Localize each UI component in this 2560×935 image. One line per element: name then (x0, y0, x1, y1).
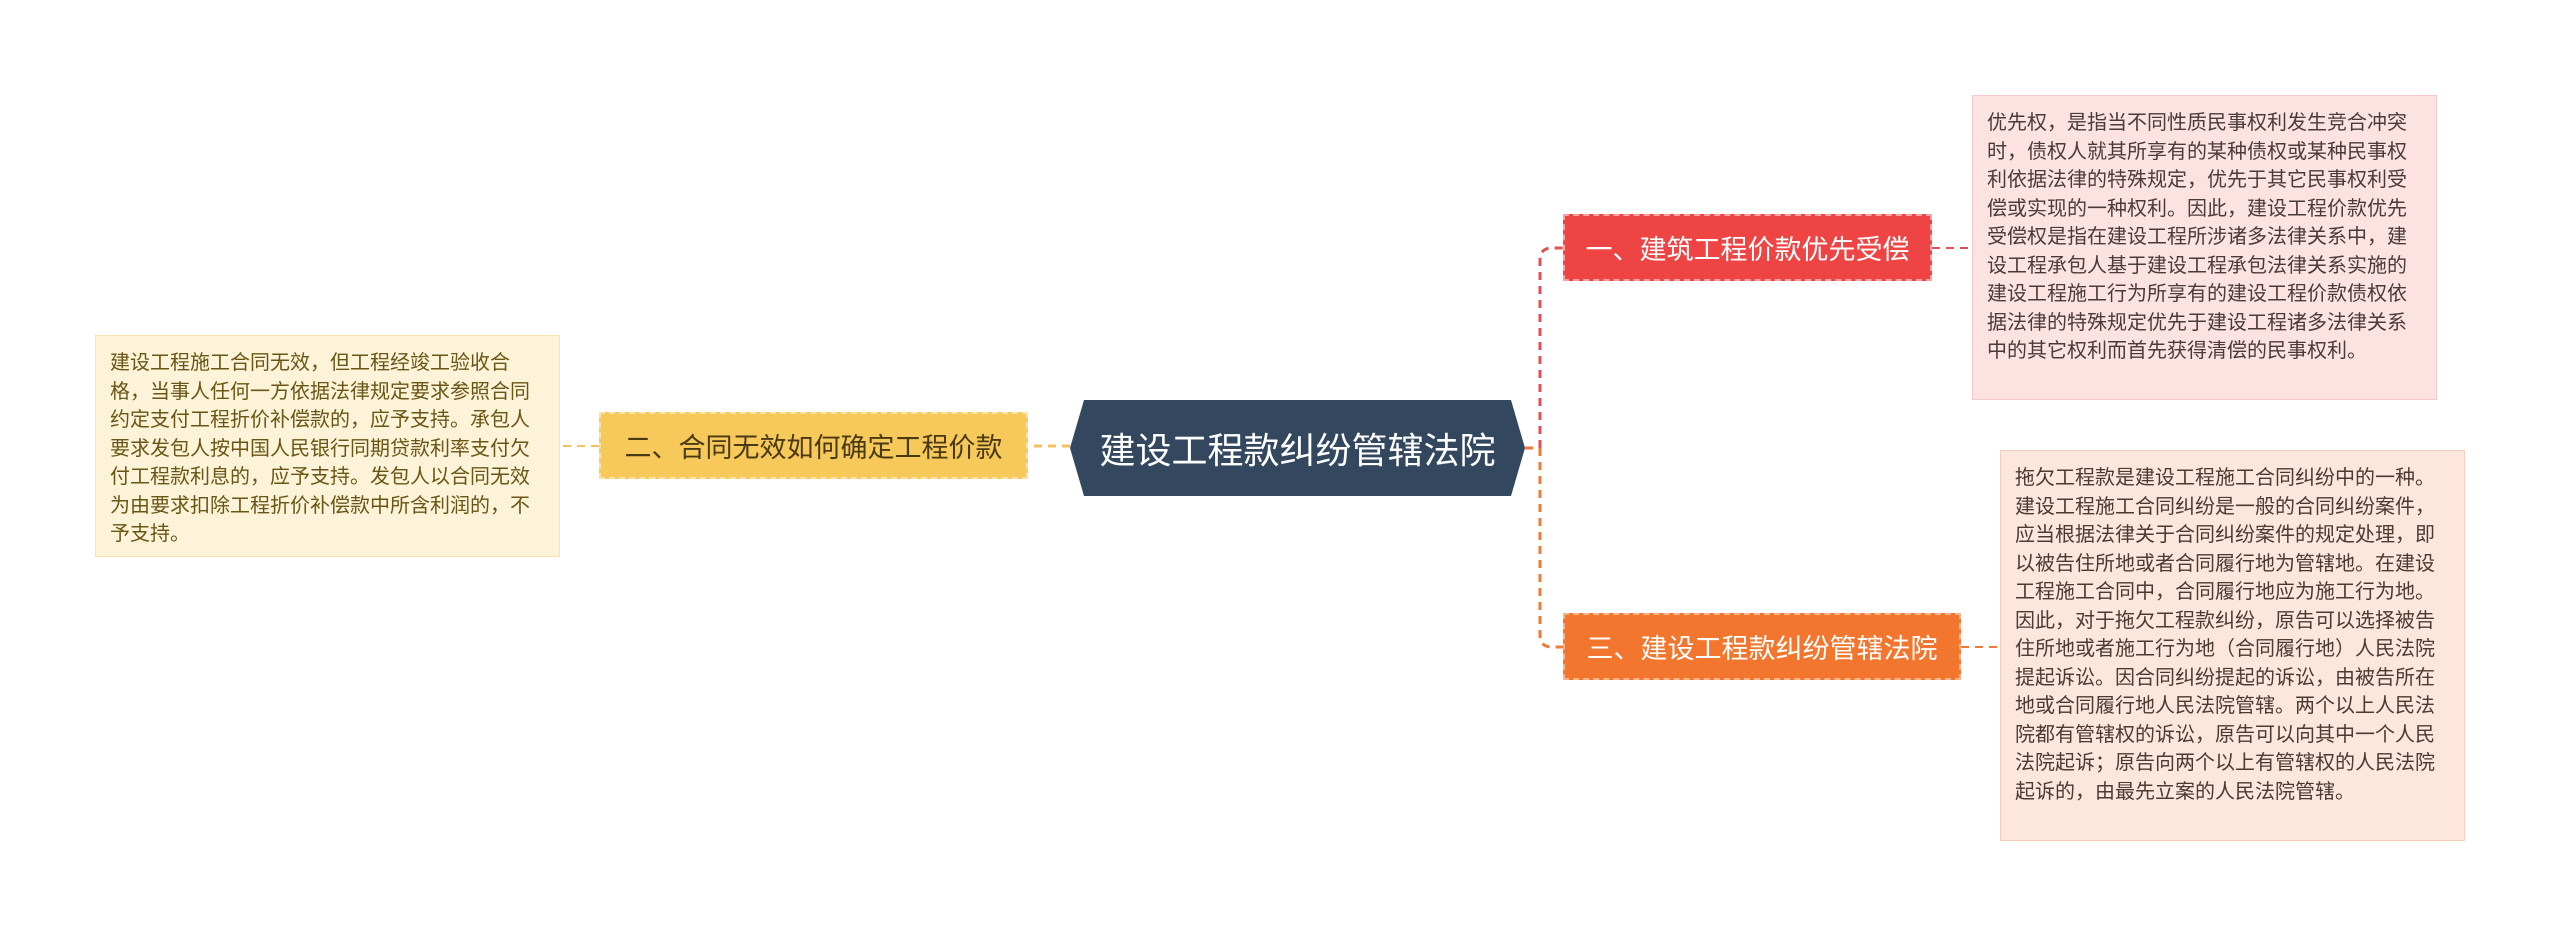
branch-node-invalid-contract-price[interactable]: 二、合同无效如何确定工程价款 (599, 412, 1028, 479)
branch-node-jurisdiction-court[interactable]: 三、建设工程款纠纷管辖法院 (1563, 613, 1961, 680)
connector-root-branch1 (1538, 246, 1563, 448)
connector-root-branch3 (1538, 448, 1563, 649)
root-node[interactable]: 建设工程款纠纷管辖法院 (1070, 400, 1525, 496)
note-priority-compensation: 优先权，是指当不同性质民事权利发生竞合冲突时，债权人就其所享有的某种债权或某种民… (1972, 95, 2437, 400)
note-jurisdiction-court: 拖欠工程款是建设工程施工合同纠纷中的一种。建设工程施工合同纠纷是一般的合同纠纷案… (2000, 450, 2465, 841)
branch-node-priority-compensation[interactable]: 一、建筑工程价款优先受偿 (1563, 214, 1932, 281)
note-invalid-contract-price: 建设工程施工合同无效，但工程经竣工验收合格，当事人任何一方依据法律规定要求参照合… (95, 335, 560, 557)
